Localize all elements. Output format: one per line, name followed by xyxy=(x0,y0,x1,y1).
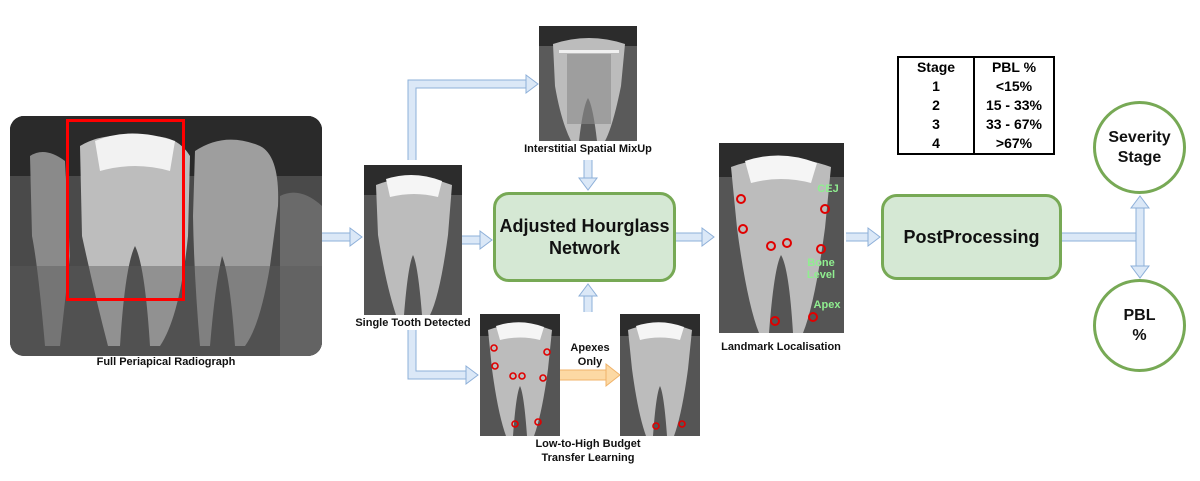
stage-cell: 4 xyxy=(898,134,975,154)
hourglass-network-box: Adjusted Hourglass Network xyxy=(493,192,676,282)
arrow-tooth-to-mixup xyxy=(407,74,539,160)
stage-cell: 1 xyxy=(898,77,975,96)
pbl-label-line2: % xyxy=(1132,326,1147,344)
pbl-cell: 15 - 33% xyxy=(985,97,1043,113)
landmark-image: CEJ Bone Level Apex xyxy=(719,143,844,333)
caption-landmark: Landmark Localisation xyxy=(721,341,841,353)
arrow-apexes-only xyxy=(560,362,621,388)
pbl-cell: 33 - 67% xyxy=(985,116,1043,132)
arrow-tooth-to-network xyxy=(462,230,493,250)
full-radiograph-image xyxy=(10,116,322,356)
severity-label-line1: Severity xyxy=(1108,128,1171,146)
stage-row: 2 15 - 33% xyxy=(898,96,1054,115)
stage-cell: 3 xyxy=(898,115,975,134)
caption-mixup: Interstitial Spatial MixUp xyxy=(524,143,652,155)
network-label-line2: Network xyxy=(548,238,620,258)
severity-label-line2: Stage xyxy=(1117,148,1162,166)
postprocessing-box: PostProcessing xyxy=(881,194,1062,280)
caption-transfer-line2: Transfer Learning xyxy=(541,452,635,464)
arrow-tooth-to-transfer xyxy=(407,330,479,385)
label-apex: Apex xyxy=(813,299,841,311)
stage-row: 4 >67% xyxy=(898,134,1054,154)
stage-table-header: Stage PBL % xyxy=(898,57,1054,77)
postprocessing-label: PostProcessing xyxy=(903,227,1040,247)
caption-single-tooth: Single Tooth Detected xyxy=(355,317,471,329)
caption-apexes-line1: Apexes xyxy=(570,342,610,354)
stage-header: Stage xyxy=(898,57,975,77)
stage-row: 3 33 - 67% xyxy=(898,115,1054,134)
stage-table: Stage PBL % 1 <15% 2 15 - 33% 3 33 - 67%… xyxy=(897,56,1055,155)
arrow-postprocessing-to-outputs xyxy=(1062,195,1150,279)
label-cej: CEJ xyxy=(817,183,839,195)
single-tooth-image xyxy=(364,165,462,315)
label-bone-line2: Level xyxy=(806,269,836,281)
stage-cell: 2 xyxy=(898,96,975,115)
stage-row: 1 <15% xyxy=(898,77,1054,96)
pbl-cell: >67% xyxy=(995,135,1033,151)
arrow-mixup-to-network xyxy=(578,160,598,191)
caption-apexes-line2: Only xyxy=(577,356,603,368)
transfer-image-apexes xyxy=(620,314,700,436)
pbl-label-line1: PBL xyxy=(1123,306,1156,324)
arrow-network-to-landmark xyxy=(676,227,715,247)
network-label-line1: Adjusted Hourglass xyxy=(499,216,670,236)
caption-transfer-line1: Low-to-High Budget xyxy=(535,438,641,450)
caption-full-radiograph: Full Periapical Radiograph xyxy=(96,356,236,368)
pbl-circle: PBL % xyxy=(1093,279,1186,372)
pbl-header: PBL % xyxy=(991,59,1037,75)
severity-stage-circle: Severity Stage xyxy=(1093,101,1186,194)
transfer-image-all-landmarks xyxy=(480,314,560,436)
arrow-landmark-to-postprocessing xyxy=(846,227,881,247)
arrow-radiograph-to-tooth xyxy=(322,227,363,247)
arrow-transfer-to-network xyxy=(578,283,598,312)
label-bone-line1: Bone xyxy=(807,257,835,269)
pbl-cell: <15% xyxy=(995,78,1033,94)
crop-box xyxy=(66,119,185,301)
mixup-image xyxy=(539,26,637,141)
